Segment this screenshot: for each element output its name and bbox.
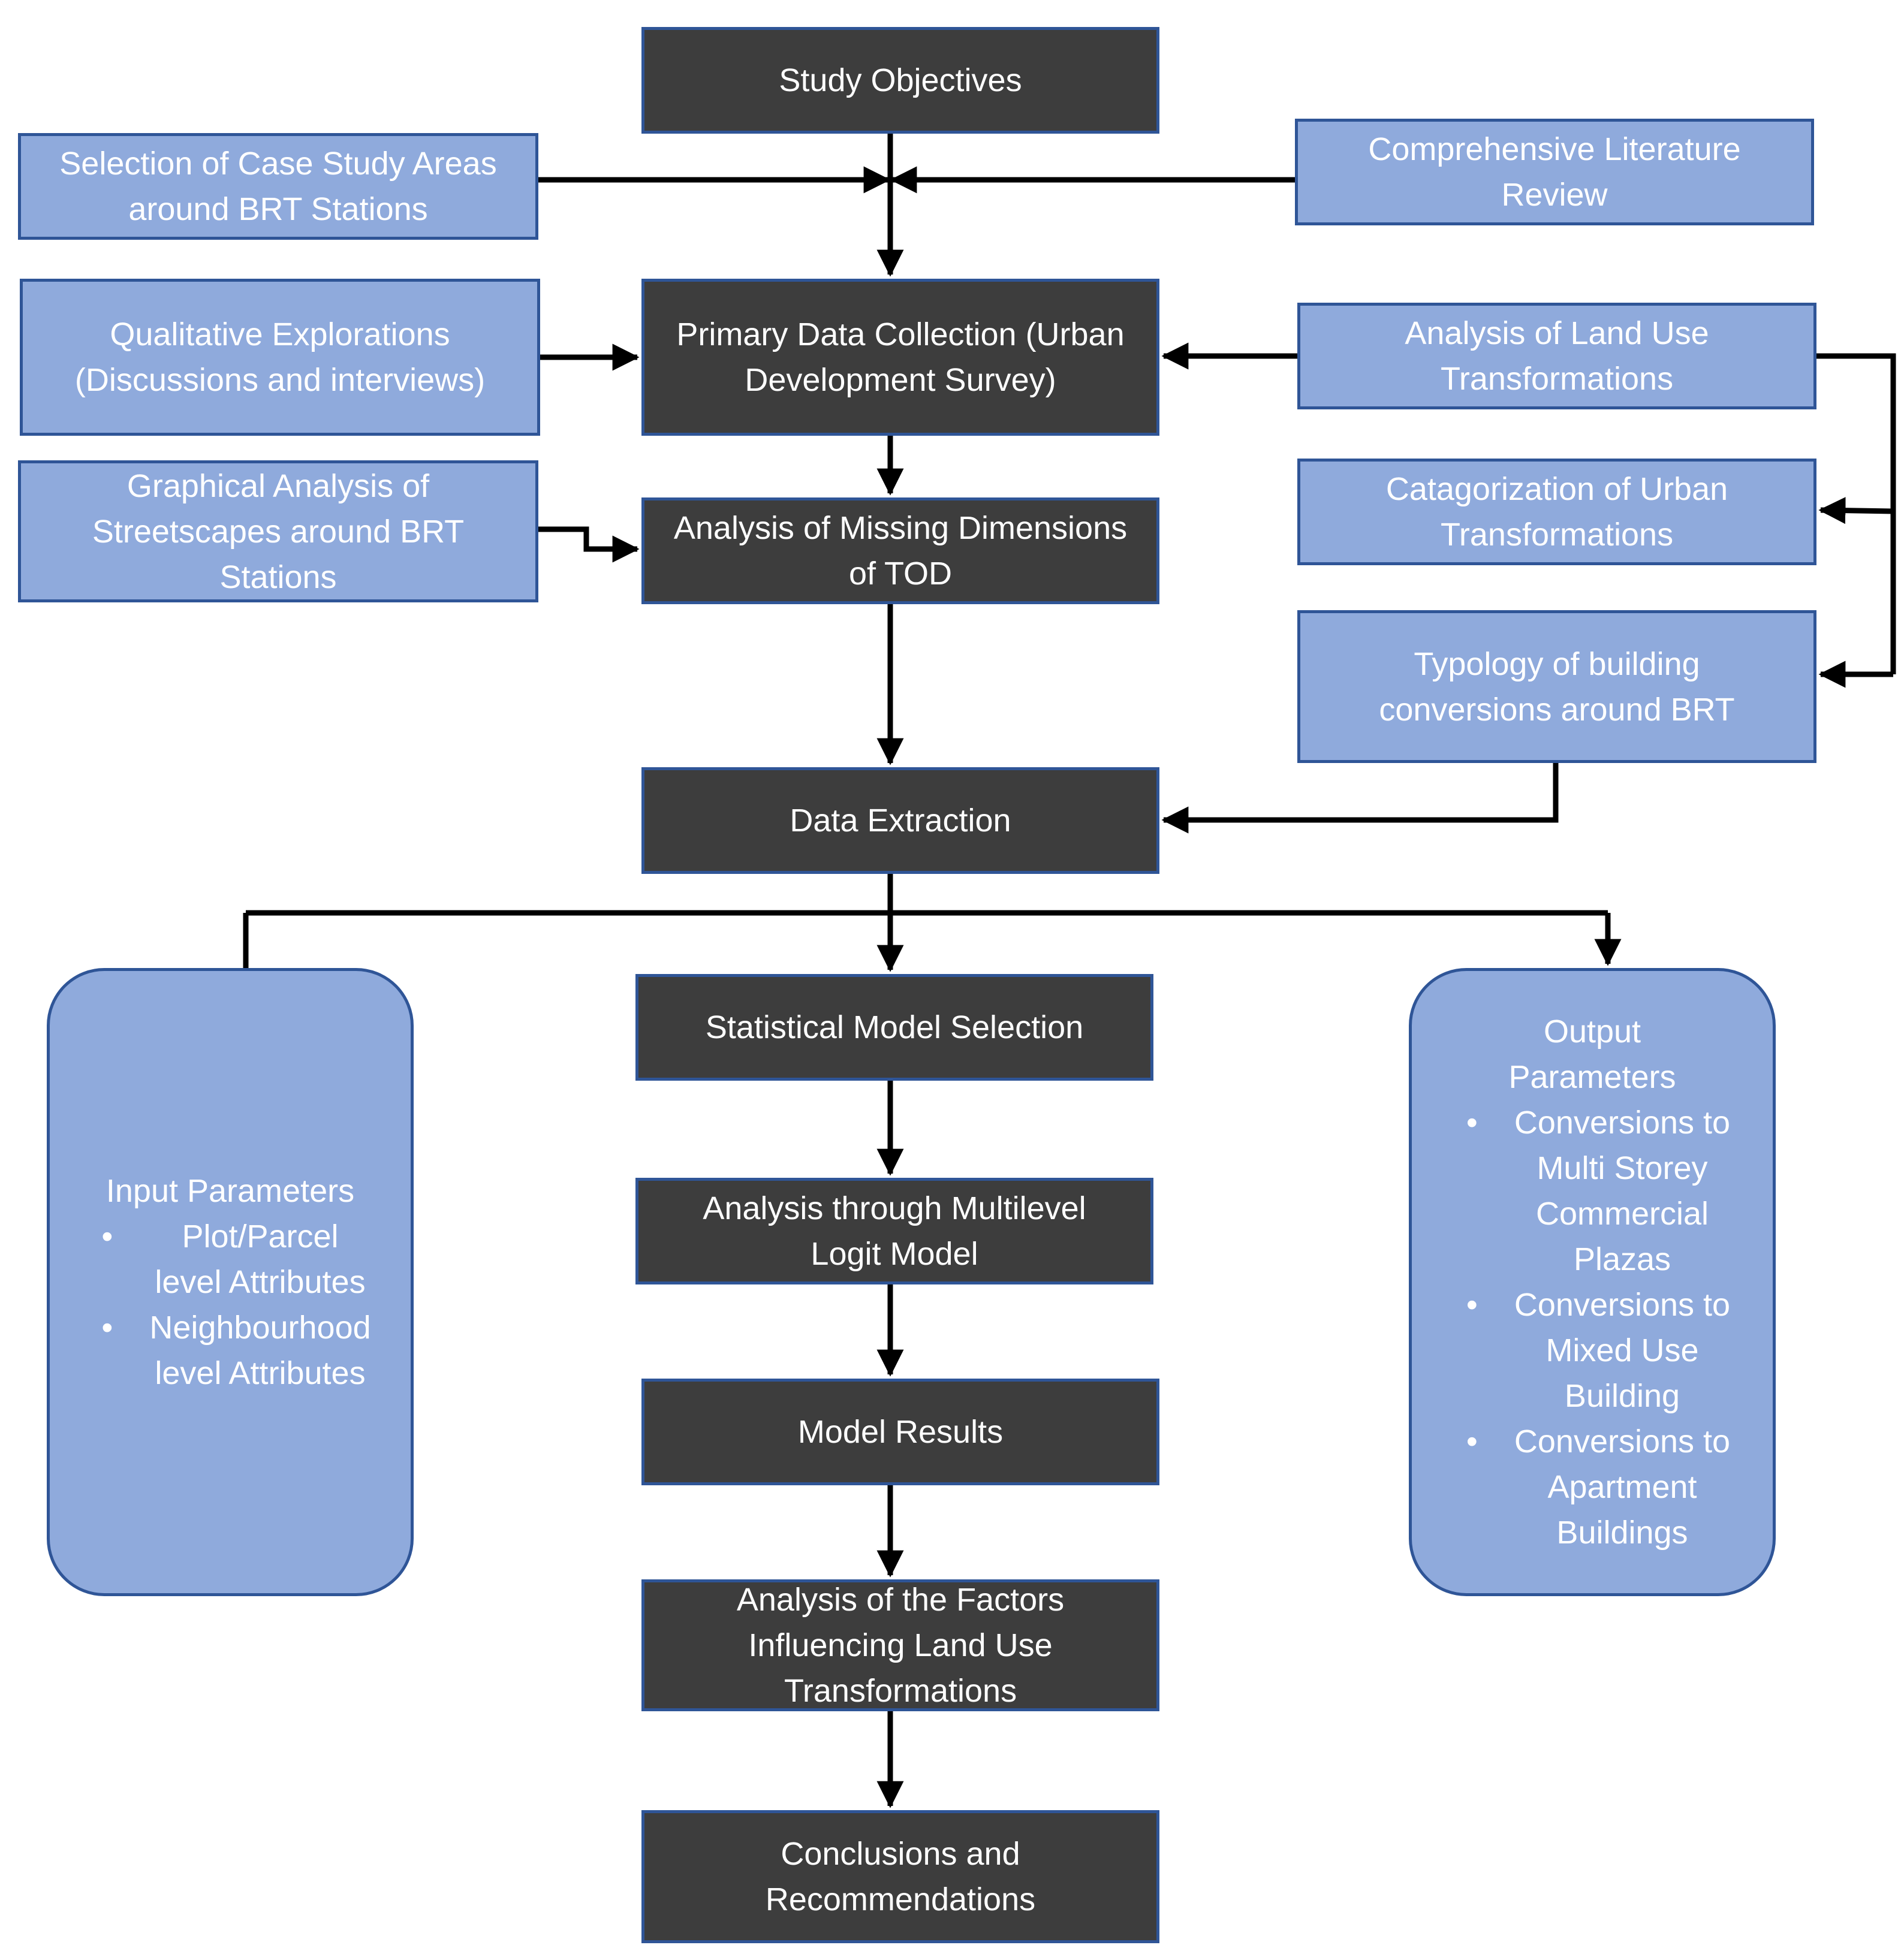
bullet-icon: • [1466,1424,1478,1460]
selection-case-study-line-2: around BRT Stations [128,191,428,227]
qualitative-explorations-line-2: (Discussions and interviews) [74,362,486,398]
statistical-model-box: Statistical Model Selection [635,974,1153,1081]
factors-analysis-line-1: Analysis of the Factors [736,1582,1065,1618]
graphical-analysis-line-1: Graphical Analysis of [126,468,430,504]
output-item-3-line-1: Conversions to [1514,1424,1731,1460]
output-item-3-line-2: Apartment [1547,1469,1697,1505]
model-results-box: Model Results [641,1379,1159,1485]
output-parameters-title-line-2: Parameters [1508,1059,1676,1095]
output-item-2-line-1: Conversions to [1514,1287,1731,1323]
multilevel-logit-line-2: Logit Model [811,1236,978,1272]
selection-case-study-box: Selection of Case Study Areas around BRT… [18,133,538,240]
input-item-2-line-1: Neighbourhood [149,1310,371,1346]
typology-line-2: conversions around BRT [1379,691,1735,728]
conclusions-box: Conclusions and Recommendations [641,1810,1159,1943]
categorization-line-2: Transformations [1440,517,1674,553]
multilevel-logit-box: Analysis through Multilevel Logit Model [635,1178,1153,1284]
statistical-model-label: Statistical Model Selection [705,1009,1084,1045]
list-item: • Conversions to Multi Storey Commercial… [1454,1100,1730,1282]
conclusions-line-2: Recommendations [765,1881,1036,1917]
list-item: • Neighbourhood level Attributes [89,1305,370,1396]
graphical-analysis-line-2: Streetscapes around BRT [92,513,465,550]
literature-review-box: Comprehensive Literature Review [1295,119,1814,225]
input-item-2-line-2: level Attributes [155,1355,366,1391]
graphical-analysis-line-3: Stations [219,559,337,595]
study-objectives-label: Study Objectives [779,62,1022,98]
list-item: • Conversions to Apartment Buildings [1454,1419,1730,1555]
output-item-1-line-4: Plazas [1573,1241,1671,1277]
missing-dimensions-line-1: Analysis of Missing Dimensions [673,510,1128,546]
missing-dimensions-box: Analysis of Missing Dimensions of TOD [641,497,1159,604]
output-parameters-title-line-1: Output [1543,1014,1641,1050]
land-use-analysis-line-1: Analysis of Land Use [1405,315,1709,351]
edge-landuse-to-right-bus [1816,353,1896,674]
list-item: • Conversions to Mixed Use Building [1454,1282,1730,1419]
bullet-icon: • [1466,1105,1478,1141]
typology-box: Typology of building conversions around … [1297,610,1816,763]
input-parameters-box: Input Parameters • Plot/Parcel level Att… [47,968,414,1596]
conclusions-line-1: Conclusions and [781,1836,1020,1872]
edge-bus-to-categorization [1818,497,1894,524]
categorization-box: Catagorization of Urban Transformations [1297,459,1816,565]
primary-data-collection-line-1: Primary Data Collection (Urban [676,316,1125,352]
data-extraction-label: Data Extraction [790,803,1011,839]
factors-analysis-line-3: Transformations [784,1673,1017,1709]
factors-analysis-box: Analysis of the Factors Influencing Land… [641,1579,1159,1711]
bullet-icon: • [101,1310,113,1346]
edge-graphical-to-missing [538,526,640,563]
output-item-1-line-1: Conversions to [1514,1105,1731,1141]
graphical-analysis-box: Graphical Analysis of Streetscapes aroun… [18,460,538,602]
literature-review-line-1: Comprehensive Literature [1368,131,1741,167]
model-results-label: Model Results [797,1414,1004,1450]
categorization-line-1: Catagorization of Urban [1385,471,1728,507]
data-extraction-box: Data Extraction [641,767,1159,874]
input-parameters-list: • Plot/Parcel level Attributes • Neighbo… [89,1214,370,1396]
output-item-3-line-3: Buildings [1556,1515,1688,1551]
typology-line-1: Typology of building [1414,646,1700,682]
land-use-analysis-box: Analysis of Land Use Transformations [1297,303,1816,409]
qualitative-explorations-box: Qualitative Explorations (Discussions an… [20,279,540,436]
primary-data-collection-line-2: Development Survey) [745,362,1056,398]
land-use-analysis-line-2: Transformations [1440,361,1674,397]
selection-case-study-line-1: Selection of Case Study Areas [59,146,497,182]
list-item: • Plot/Parcel level Attributes [89,1214,370,1305]
output-item-1-line-3: Commercial [1535,1196,1709,1232]
output-item-2-line-3: Building [1564,1378,1680,1414]
bullet-icon: • [101,1219,113,1255]
multilevel-logit-line-1: Analysis through Multilevel [703,1190,1086,1226]
edge-typology-to-extraction [1161,763,1559,834]
primary-data-collection-box: Primary Data Collection (Urban Developme… [641,279,1159,436]
input-item-1-line-2: level Attributes [155,1264,366,1300]
missing-dimensions-line-2: of TOD [848,556,953,592]
factors-analysis-line-2: Influencing Land Use [748,1627,1053,1663]
bullet-icon: • [1466,1287,1478,1323]
qualitative-explorations-line-1: Qualitative Explorations [110,316,450,352]
output-parameters-list: • Conversions to Multi Storey Commercial… [1454,1100,1730,1555]
input-parameters-title: Input Parameters [106,1173,355,1209]
output-item-2-line-2: Mixed Use [1546,1332,1699,1368]
literature-review-line-2: Review [1501,177,1608,213]
output-parameters-box: Output Parameters • Conversions to Multi… [1409,968,1776,1596]
input-item-1-line-1: Plot/Parcel [182,1219,339,1255]
study-objectives-box: Study Objectives [641,27,1159,134]
output-item-1-line-2: Multi Storey [1537,1150,1708,1186]
